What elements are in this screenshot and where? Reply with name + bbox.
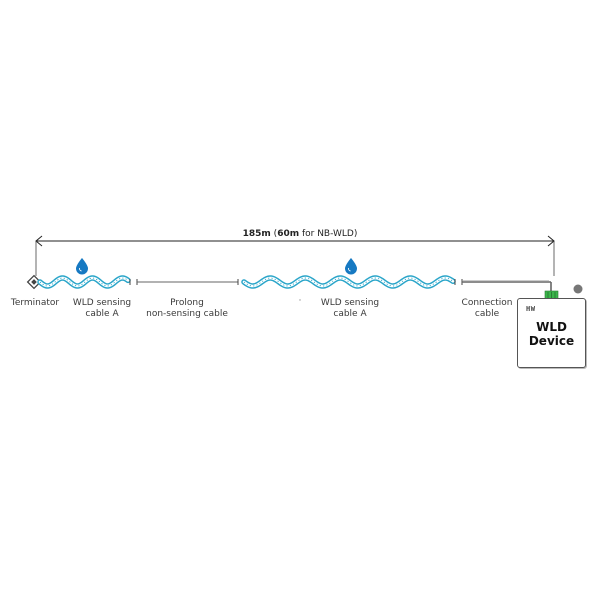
wld-device: HW WLD Device [517,298,586,368]
label-line: WLD sensing [72,298,132,308]
prolong-cable-label: Prolong non-sensing cable [137,298,237,320]
status-led-icon [573,284,583,294]
length-main: 185m [242,229,271,239]
sensing-cable-a-1 [37,275,131,289]
connection-cable-label: Connection cable [452,298,522,320]
device-title-line1: WLD [536,320,567,334]
label-line: non-sensing cable [146,309,228,319]
terminator-label-text: Terminator [10,298,60,308]
terminator-icon [26,274,42,290]
label-line: Prolong [170,298,204,308]
terminator-label: Terminator [2,298,68,309]
wld-cable-a-1-label: WLD sensing cable A [62,298,142,320]
length-alt: 60m [277,229,300,239]
length-alt-suffix: for NB-WLD) [299,229,358,239]
label-line: WLD sensing [320,298,380,308]
water-drop-icon [76,258,88,275]
prolong-cable [136,279,239,285]
length-dimension: 185m (60m for NB-WLD) [200,229,400,239]
length-alt-open: ( [270,229,278,239]
label-line: Connection [461,298,513,308]
connection-cable [461,279,552,292]
label-line: cable [474,309,500,319]
device-title-line2: Device [528,334,575,348]
water-drop-icon [345,258,357,275]
device-title: WLD Device [518,320,585,348]
sensing-cable-a-2 [241,275,456,289]
dimension-arrow [35,235,555,276]
wld-cable-a-2-label: WLD sensing cable A [310,298,390,320]
label-line: cable A [333,309,367,319]
device-logo: HW [526,305,536,313]
label-line: cable A [85,309,119,319]
